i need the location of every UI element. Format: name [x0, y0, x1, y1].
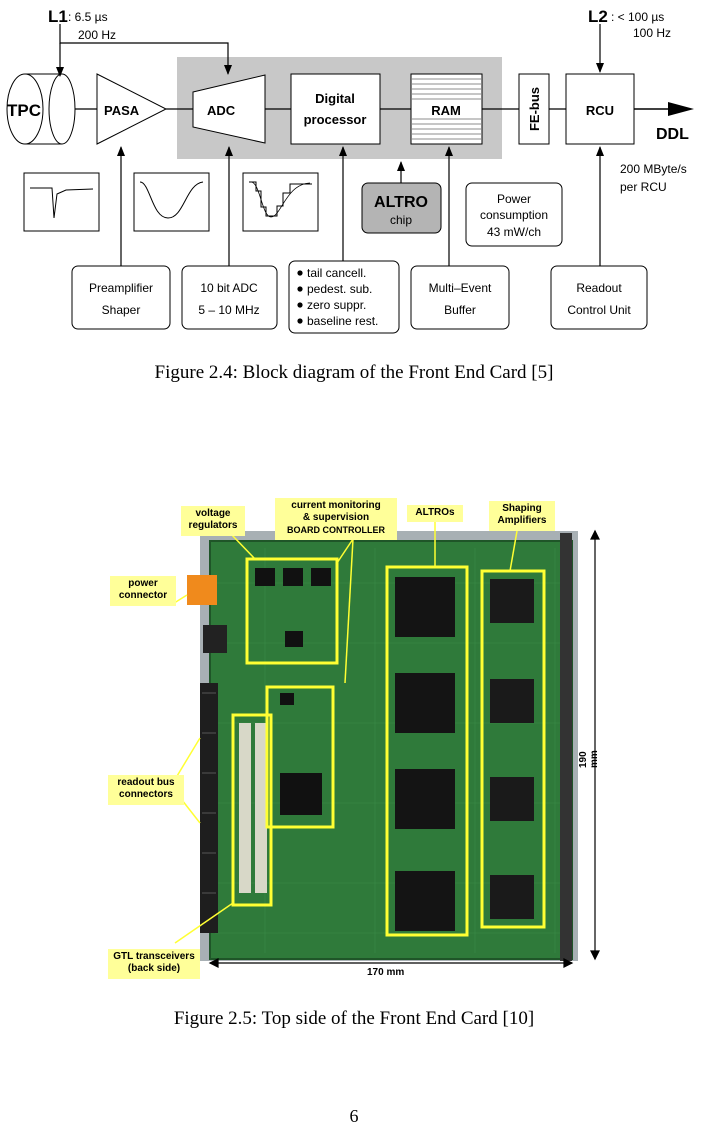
- adc-label: ADC: [207, 103, 236, 118]
- altro-label-1: ALTRO: [374, 194, 428, 211]
- l2-rate: 100 Hz: [633, 26, 671, 40]
- callout-readout-2: connectors: [112, 789, 180, 801]
- waveform-pulse-box: [24, 173, 99, 231]
- power-label-1: Power: [497, 192, 531, 206]
- digital-label-1: Digital: [315, 91, 355, 106]
- board-photo: voltage regulators current monitoring & …: [105, 493, 605, 988]
- callout-shaping-1: Shaping: [493, 503, 551, 515]
- callout-gtl-1: GTL transceivers: [112, 951, 196, 963]
- ddl-label: DDL: [656, 126, 689, 143]
- power-label-3: 43 mW/ch: [487, 225, 541, 239]
- altro-chip-2: [395, 673, 455, 733]
- l1-timing: : 6.5 µs: [68, 10, 108, 24]
- readout-label-1: Readout: [576, 281, 622, 295]
- preamp-box: [72, 266, 170, 329]
- adc-info-box: [182, 266, 277, 329]
- shaping-amp-2: [490, 679, 534, 723]
- figure-caption-2-4: Figure 2.4: Block diagram of the Front E…: [0, 362, 708, 384]
- callout-power-2: connector: [114, 590, 172, 602]
- l2-label: L2: [588, 7, 608, 26]
- callout-shaping-amplifiers: Shaping Amplifiers: [489, 501, 555, 531]
- tpc-label: TPC: [7, 101, 41, 120]
- block-diagram: L1 : 6.5 µs 200 Hz L2 : < 100 µs 100 Hz …: [0, 0, 708, 345]
- l2-timing: : < 100 µs: [611, 10, 664, 24]
- callout-board-controller: current monitoring & supervision BOARD C…: [275, 498, 397, 540]
- callout-voltage-1: voltage: [185, 508, 241, 520]
- readout-control-box: [551, 266, 647, 329]
- callout-gtl-2: (back side): [112, 963, 196, 975]
- multievent-label-2: Buffer: [444, 303, 476, 317]
- bullet-0: tail cancell.: [307, 266, 366, 280]
- waveform-shaped-box: [134, 173, 209, 231]
- pasa-label: PASA: [104, 103, 140, 118]
- ram-label: RAM: [431, 103, 461, 118]
- digital-processor-block: [291, 74, 380, 144]
- callout-voltage-regulators: voltage regulators: [181, 506, 245, 536]
- l1-label: L1: [48, 7, 68, 26]
- altro-label-2: chip: [390, 213, 412, 227]
- adc-info-label-1: 10 bit ADC: [200, 281, 258, 295]
- preamp-label-2: Shaper: [102, 303, 141, 317]
- shaping-amp-4: [490, 875, 534, 919]
- digital-label-2: processor: [304, 112, 367, 127]
- dimension-width: 170 mm: [367, 967, 404, 978]
- febus-label: FE-bus: [527, 87, 542, 131]
- bullet-3: baseline rest.: [307, 314, 378, 328]
- figure-caption-2-5: Figure 2.5: Top side of the Front End Ca…: [0, 1008, 708, 1030]
- multievent-box: [411, 266, 509, 329]
- power-label-2: consumption: [480, 208, 548, 222]
- adc-info-label-2: 5 – 10 MHz: [198, 303, 259, 317]
- rcu-label: RCU: [586, 103, 614, 118]
- altro-chip-4: [395, 871, 455, 931]
- bullet-2: zero suppr.: [307, 298, 366, 312]
- callout-power-connector: power connector: [110, 576, 176, 606]
- callout-current-2: & supervision: [279, 512, 393, 524]
- callout-power-1: power: [114, 578, 172, 590]
- dimension-height: 190 mm: [578, 736, 600, 768]
- callout-current-3: BOARD CONTROLLER: [279, 524, 393, 536]
- callout-altros: ALTROs: [407, 505, 463, 522]
- callout-voltage-2: regulators: [185, 520, 241, 532]
- l1-rate: 200 Hz: [78, 28, 116, 42]
- right-edge-connector: [560, 533, 572, 961]
- callout-readout-bus: readout bus connectors: [108, 775, 184, 805]
- readout-bus-connector: [200, 683, 218, 933]
- preamp-label-1: Preamplifier: [89, 281, 153, 295]
- callout-gtl-transceivers: GTL transceivers (back side): [108, 949, 200, 979]
- ddl-rate-2: per RCU: [620, 180, 667, 194]
- bullet-1: pedest. sub.: [307, 282, 372, 296]
- altro-chip-1: [395, 577, 455, 637]
- callout-shaping-2: Amplifiers: [493, 515, 551, 527]
- waveform-digitized-box: [243, 173, 318, 231]
- ddl-rate-1: 200 MByte/s: [620, 162, 687, 176]
- callout-current-1: current monitoring: [279, 500, 393, 512]
- readout-label-2: Control Unit: [567, 303, 631, 317]
- board-controller-chip: [280, 773, 322, 815]
- callout-readout-1: readout bus: [112, 777, 180, 789]
- shaping-amp-3: [490, 777, 534, 821]
- callout-altros-text: ALTROs: [411, 507, 459, 519]
- power-connector-part: [187, 575, 217, 605]
- multievent-label-1: Multi–Event: [429, 281, 492, 295]
- shaping-amp-1: [490, 579, 534, 623]
- altro-chip-3: [395, 769, 455, 829]
- board-illustration: [105, 493, 605, 988]
